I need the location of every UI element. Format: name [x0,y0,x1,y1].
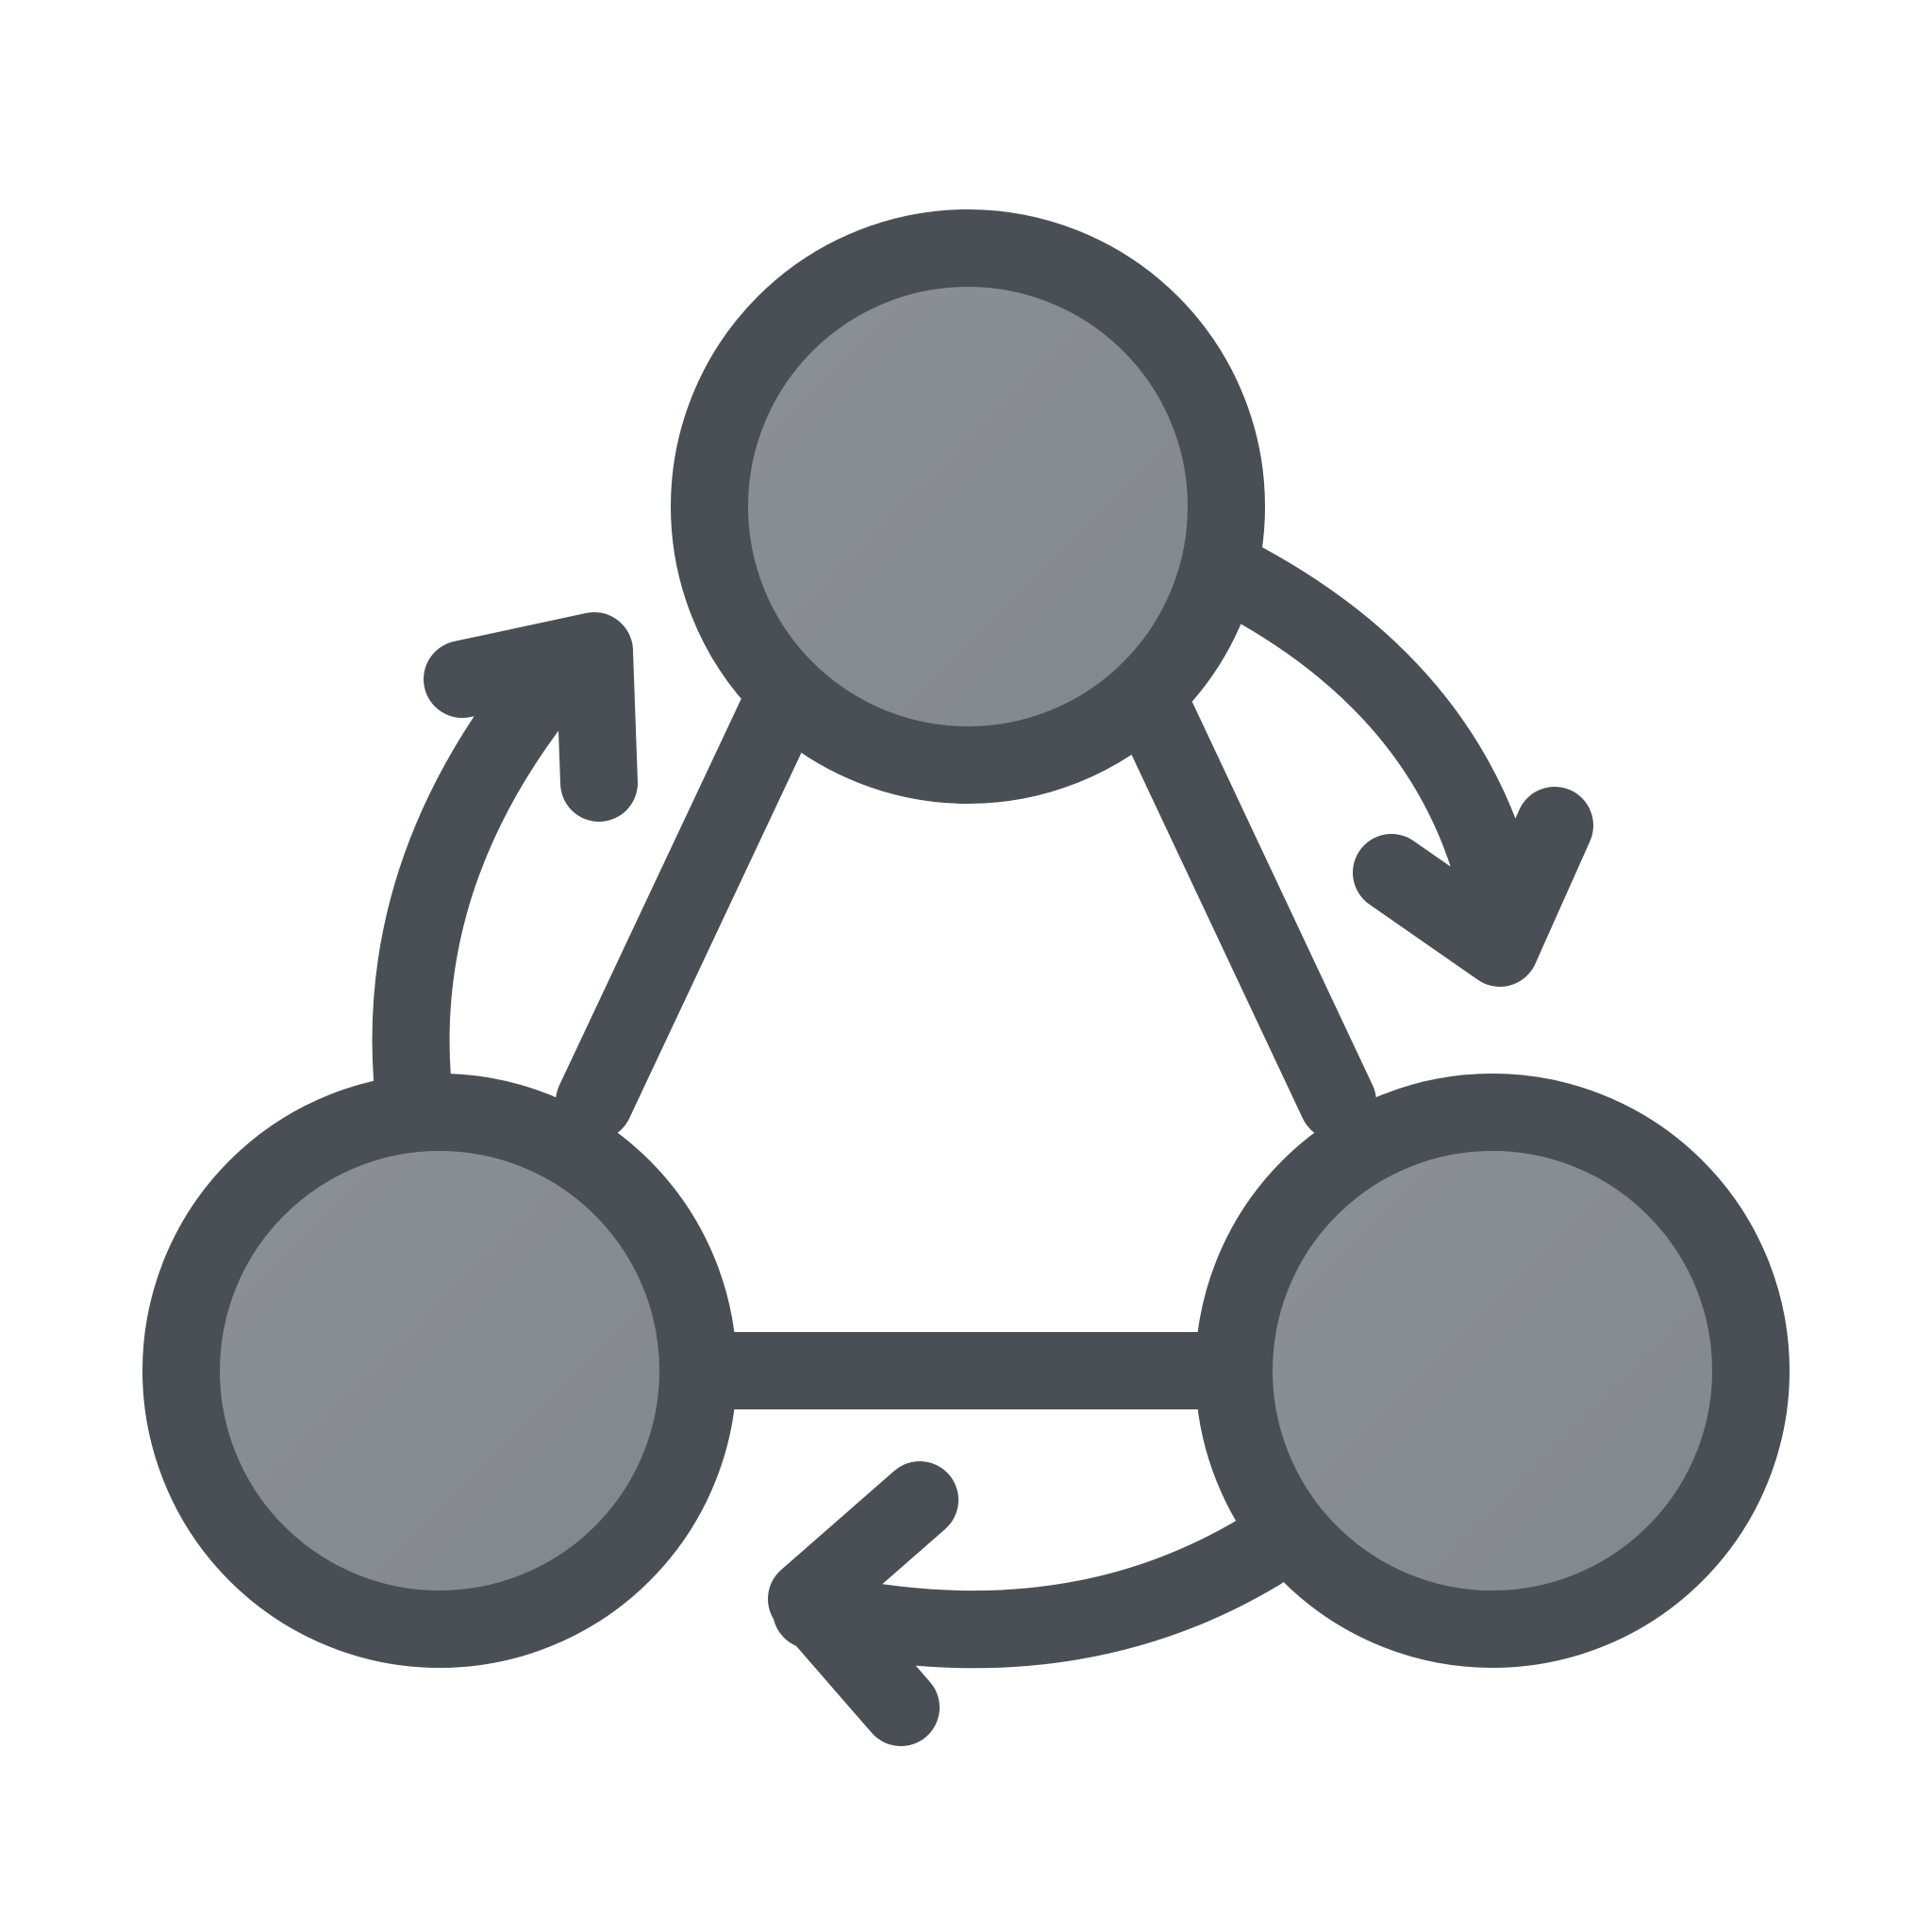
edge-top-to-bottom-left [556,678,814,1141]
top-node [671,209,1265,804]
arrow-top-to-bottom-right [1207,543,1593,987]
arrow-bottom-right-to-bottom-left-head-icon [768,1461,958,1746]
arrow-bottom-left-to-top [372,612,638,1117]
edges [556,678,1376,1409]
nodes [142,209,1790,1668]
arrow-bottom-right-to-bottom-left-shaft [773,1513,1298,1669]
bottom-right-node [1195,1074,1790,1668]
arrow-bottom-left-to-top-shaft [372,619,607,1117]
arrow-bottom-right-to-bottom-left [768,1461,1298,1746]
bottom-left-node [142,1074,737,1668]
arrow-top-to-bottom-right-head-icon [1353,787,1593,987]
arrow-bottom-left-to-top-head-icon [424,612,638,822]
edge-top-to-bottom-right [1118,678,1376,1141]
arrow-top-to-bottom-right-shaft [1207,543,1543,963]
flow-arrows [372,543,1593,1746]
